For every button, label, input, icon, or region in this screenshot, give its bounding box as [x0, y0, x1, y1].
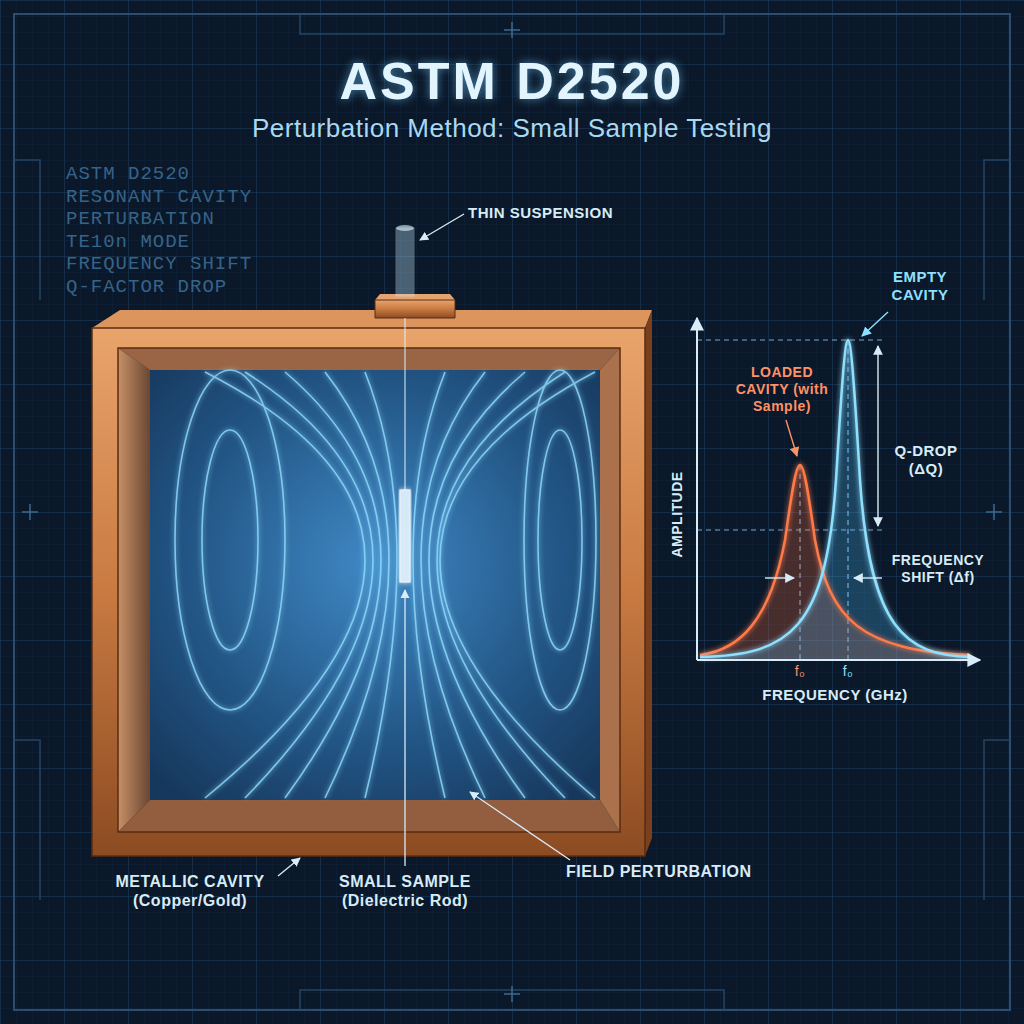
frame: [14, 14, 1010, 1010]
side-keyword: FREQUENCY SHIFT: [66, 253, 252, 276]
cavity-side: [645, 310, 652, 856]
title: ASTM D2520: [0, 50, 1024, 112]
empty-area: [700, 340, 970, 660]
circuit-trace: [14, 14, 1010, 1010]
field-lines: [175, 370, 596, 798]
leader-line: [404, 590, 405, 866]
q-drop-arrow: [877, 346, 878, 526]
field-line: [440, 372, 595, 798]
leaders: [278, 214, 570, 876]
resonance-chart: [697, 312, 980, 660]
cavity-rim: [92, 328, 645, 856]
field-line: [429, 372, 525, 798]
leader-line: [470, 792, 570, 860]
sample-rod: [400, 490, 410, 582]
field-line: [205, 372, 365, 798]
measure-label: Q-DROP (ΔQ): [888, 442, 964, 478]
shift-arrow: [854, 577, 882, 578]
part-label: METALLIC CAVITY (Copper/Gold): [100, 872, 280, 910]
thread: [405, 318, 406, 490]
leader-line: [420, 214, 464, 240]
field-loop: [538, 430, 582, 650]
leader-line: [862, 312, 888, 336]
suspension-tube: [396, 228, 414, 296]
suspension-tube-top: [396, 225, 414, 231]
field-loop: [175, 370, 285, 710]
side-keyword: TE10n MODE: [66, 231, 190, 254]
crosshair: [22, 22, 1002, 1002]
frequency-marker: f₀: [785, 663, 815, 680]
part-label: THIN SUSPENSION: [468, 204, 613, 222]
shift-arrow: [765, 577, 794, 578]
cavity-glow: [118, 348, 620, 832]
measure-label: FREQUENCY SHIFT (Δf): [886, 552, 990, 586]
holder-top: [375, 294, 455, 300]
field-line: [365, 372, 397, 798]
side-keyword: PERTURBATION: [66, 208, 215, 231]
field-line: [413, 372, 445, 798]
side-keyword: Q-FACTOR DROP: [66, 276, 227, 299]
holder: [375, 300, 455, 318]
field-loop: [202, 430, 258, 650]
leader-line: [278, 858, 300, 876]
field-line: [245, 372, 373, 798]
frequency-marker: f₀: [833, 663, 863, 680]
curve-label: LOADED CAVITY (with Sample): [730, 364, 834, 414]
empty-curve: [700, 340, 970, 657]
side-keyword: ASTM D2520: [66, 163, 190, 186]
side-keyword: RESONANT CAVITY: [66, 186, 252, 209]
axis-label: FREQUENCY (GHz): [735, 686, 935, 704]
subtitle: Perturbation Method: Small Sample Testin…: [162, 113, 862, 144]
field-loop: [524, 370, 596, 710]
part-label: FIELD PERTURBATION: [566, 862, 752, 881]
cavity-top: [92, 310, 652, 328]
x-axis: [697, 659, 980, 661]
leader-line: [786, 420, 797, 456]
axis-label: AMPLITUDE: [669, 464, 686, 564]
curve-label: EMPTY CAVITY: [878, 268, 962, 304]
part-label: SMALL SAMPLE (Dielectric Rod): [320, 872, 490, 910]
field-line: [285, 372, 381, 798]
y-axis: [696, 318, 698, 660]
